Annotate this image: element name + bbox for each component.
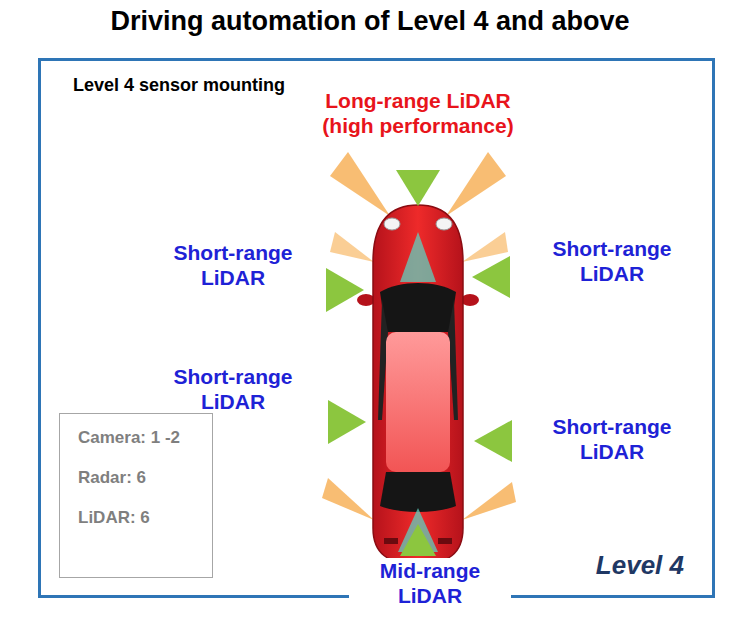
sensor-count: Radar: 6 [78,468,212,488]
sensor-beams [322,152,516,594]
short-range-label: Short-range LiDAR [158,364,308,414]
short-range-label: Short-range LiDAR [537,414,687,464]
diagram-title: Driving automation of Level 4 and above [0,6,740,37]
lidar-cones [398,232,438,552]
short-range-label: Short-range LiDAR [158,240,308,290]
frame-heading: Level 4 sensor mounting [73,75,285,96]
sensor-count: LiDAR: 6 [78,508,212,528]
level-tag: Level 4 [596,550,684,581]
sensor-count: Camera: 1 -2 [78,428,212,448]
long-range-label: Long-range LiDAR (high performance) [307,88,529,138]
short-range-label: Short-range LiDAR [537,236,687,286]
sensor-count-box: Camera: 1 -2 Radar: 6 LiDAR: 6 [59,413,213,578]
sensor-arrows [326,170,512,556]
sensor-frame: Level 4 sensor mountingLevel 4 Camera: 1 … [38,58,715,598]
car-body [357,205,479,564]
mid-range-label: Mid-range LiDAR [349,558,511,608]
